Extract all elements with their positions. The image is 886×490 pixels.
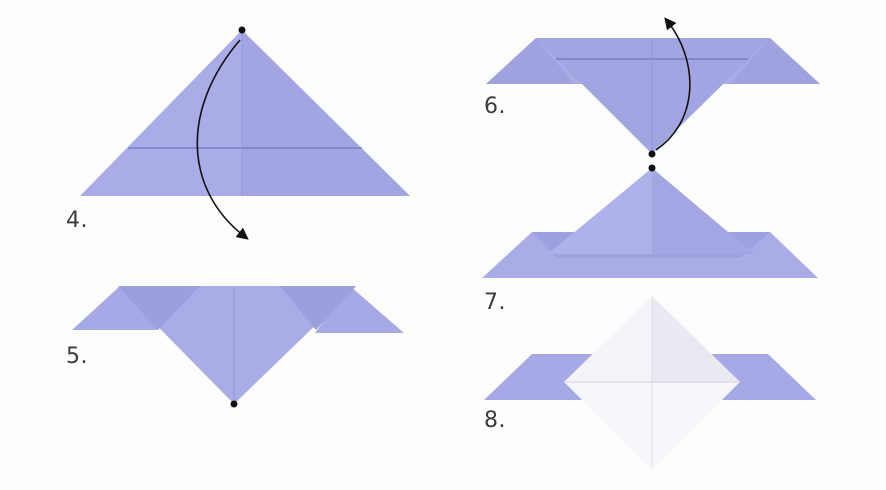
step-7-raised-triangle-shade (652, 168, 754, 254)
step-7-figure (482, 164, 818, 278)
step-5-figure (72, 286, 404, 408)
dot-marker-icon (230, 400, 238, 408)
step-4-shade (242, 30, 410, 196)
step-5-body (118, 286, 356, 404)
dot-marker-icon (648, 164, 656, 172)
step-6-left-wing-shade (486, 38, 574, 84)
curved-arrow-icon (196, 39, 249, 240)
step-8-figure (484, 296, 816, 470)
step-8-white-upper-shade (652, 296, 740, 382)
dot-marker-icon (648, 150, 656, 158)
step-5-left-wing (72, 286, 158, 330)
step-6-right-wing-shade (730, 38, 820, 84)
step-4-label: 4. (66, 208, 88, 233)
step-8-label: 8. (484, 408, 506, 433)
step-5-label: 5. (66, 344, 88, 369)
step-6-inner-triangle (536, 38, 770, 154)
step-5-left-flap-shade (118, 286, 200, 330)
step-6-figure (486, 17, 820, 158)
step-6-label: 6. (484, 94, 506, 119)
step-8-left-wing (484, 354, 596, 400)
curved-arrow-icon (655, 17, 691, 151)
step-4-figure (80, 26, 410, 240)
step-5-right-wing (315, 286, 404, 333)
step-5-right-flap-shade (280, 286, 356, 330)
dot-marker-icon (238, 26, 246, 34)
step-8-right-wing (708, 354, 816, 400)
step-7-label: 7. (484, 290, 506, 315)
